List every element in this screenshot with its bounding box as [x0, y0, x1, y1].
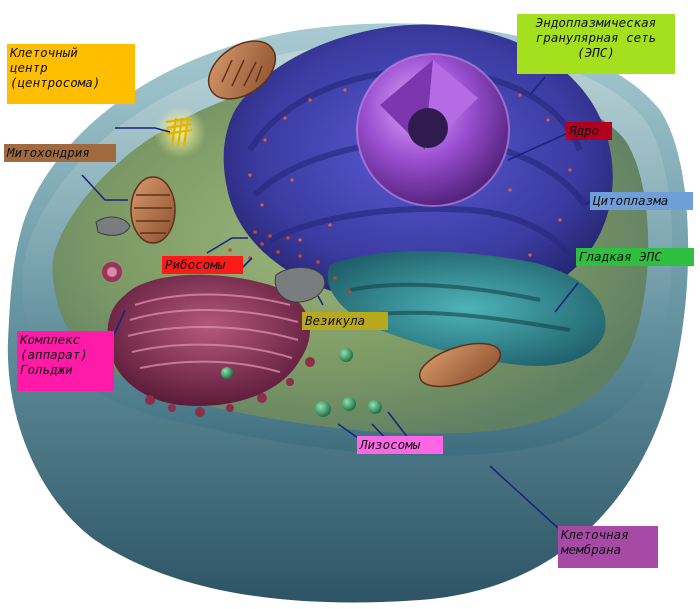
- label-vesicle: Везикула: [302, 312, 388, 330]
- mitochondrion-left: [130, 176, 176, 244]
- mitochondrion-top: [207, 40, 277, 100]
- golgi-shape: [102, 262, 315, 417]
- label-mitochondria: Митохондрия: [4, 144, 116, 162]
- mitochondrion-bottom: [418, 342, 502, 388]
- label-membrane: Клеточная мембрана: [558, 526, 658, 568]
- label-golgi: Комплекс (аппарат) Гольджи: [17, 331, 114, 391]
- smooth-er-shape: [327, 251, 606, 366]
- label-lysosomes: Лизосомы: [357, 436, 443, 454]
- vesicle-shape: [95, 216, 326, 303]
- label-ribosomes: Рибосомы: [162, 256, 243, 274]
- label-eps: Эндоплазмическая гранулярная сеть (ЭПС): [517, 14, 675, 74]
- lysosome-shapes: [221, 348, 382, 417]
- label-centrosome: Клеточный центр (центросома): [7, 44, 135, 104]
- free-ribosomes: [228, 230, 352, 294]
- label-nucleus: Ядро: [566, 122, 612, 140]
- centrosome-shape: [154, 106, 206, 158]
- label-cytoplasm: Цитоплазма: [590, 192, 693, 210]
- nucleus-shape: [356, 53, 510, 207]
- label-smooth-eps: Гладкая ЭПС: [576, 248, 694, 266]
